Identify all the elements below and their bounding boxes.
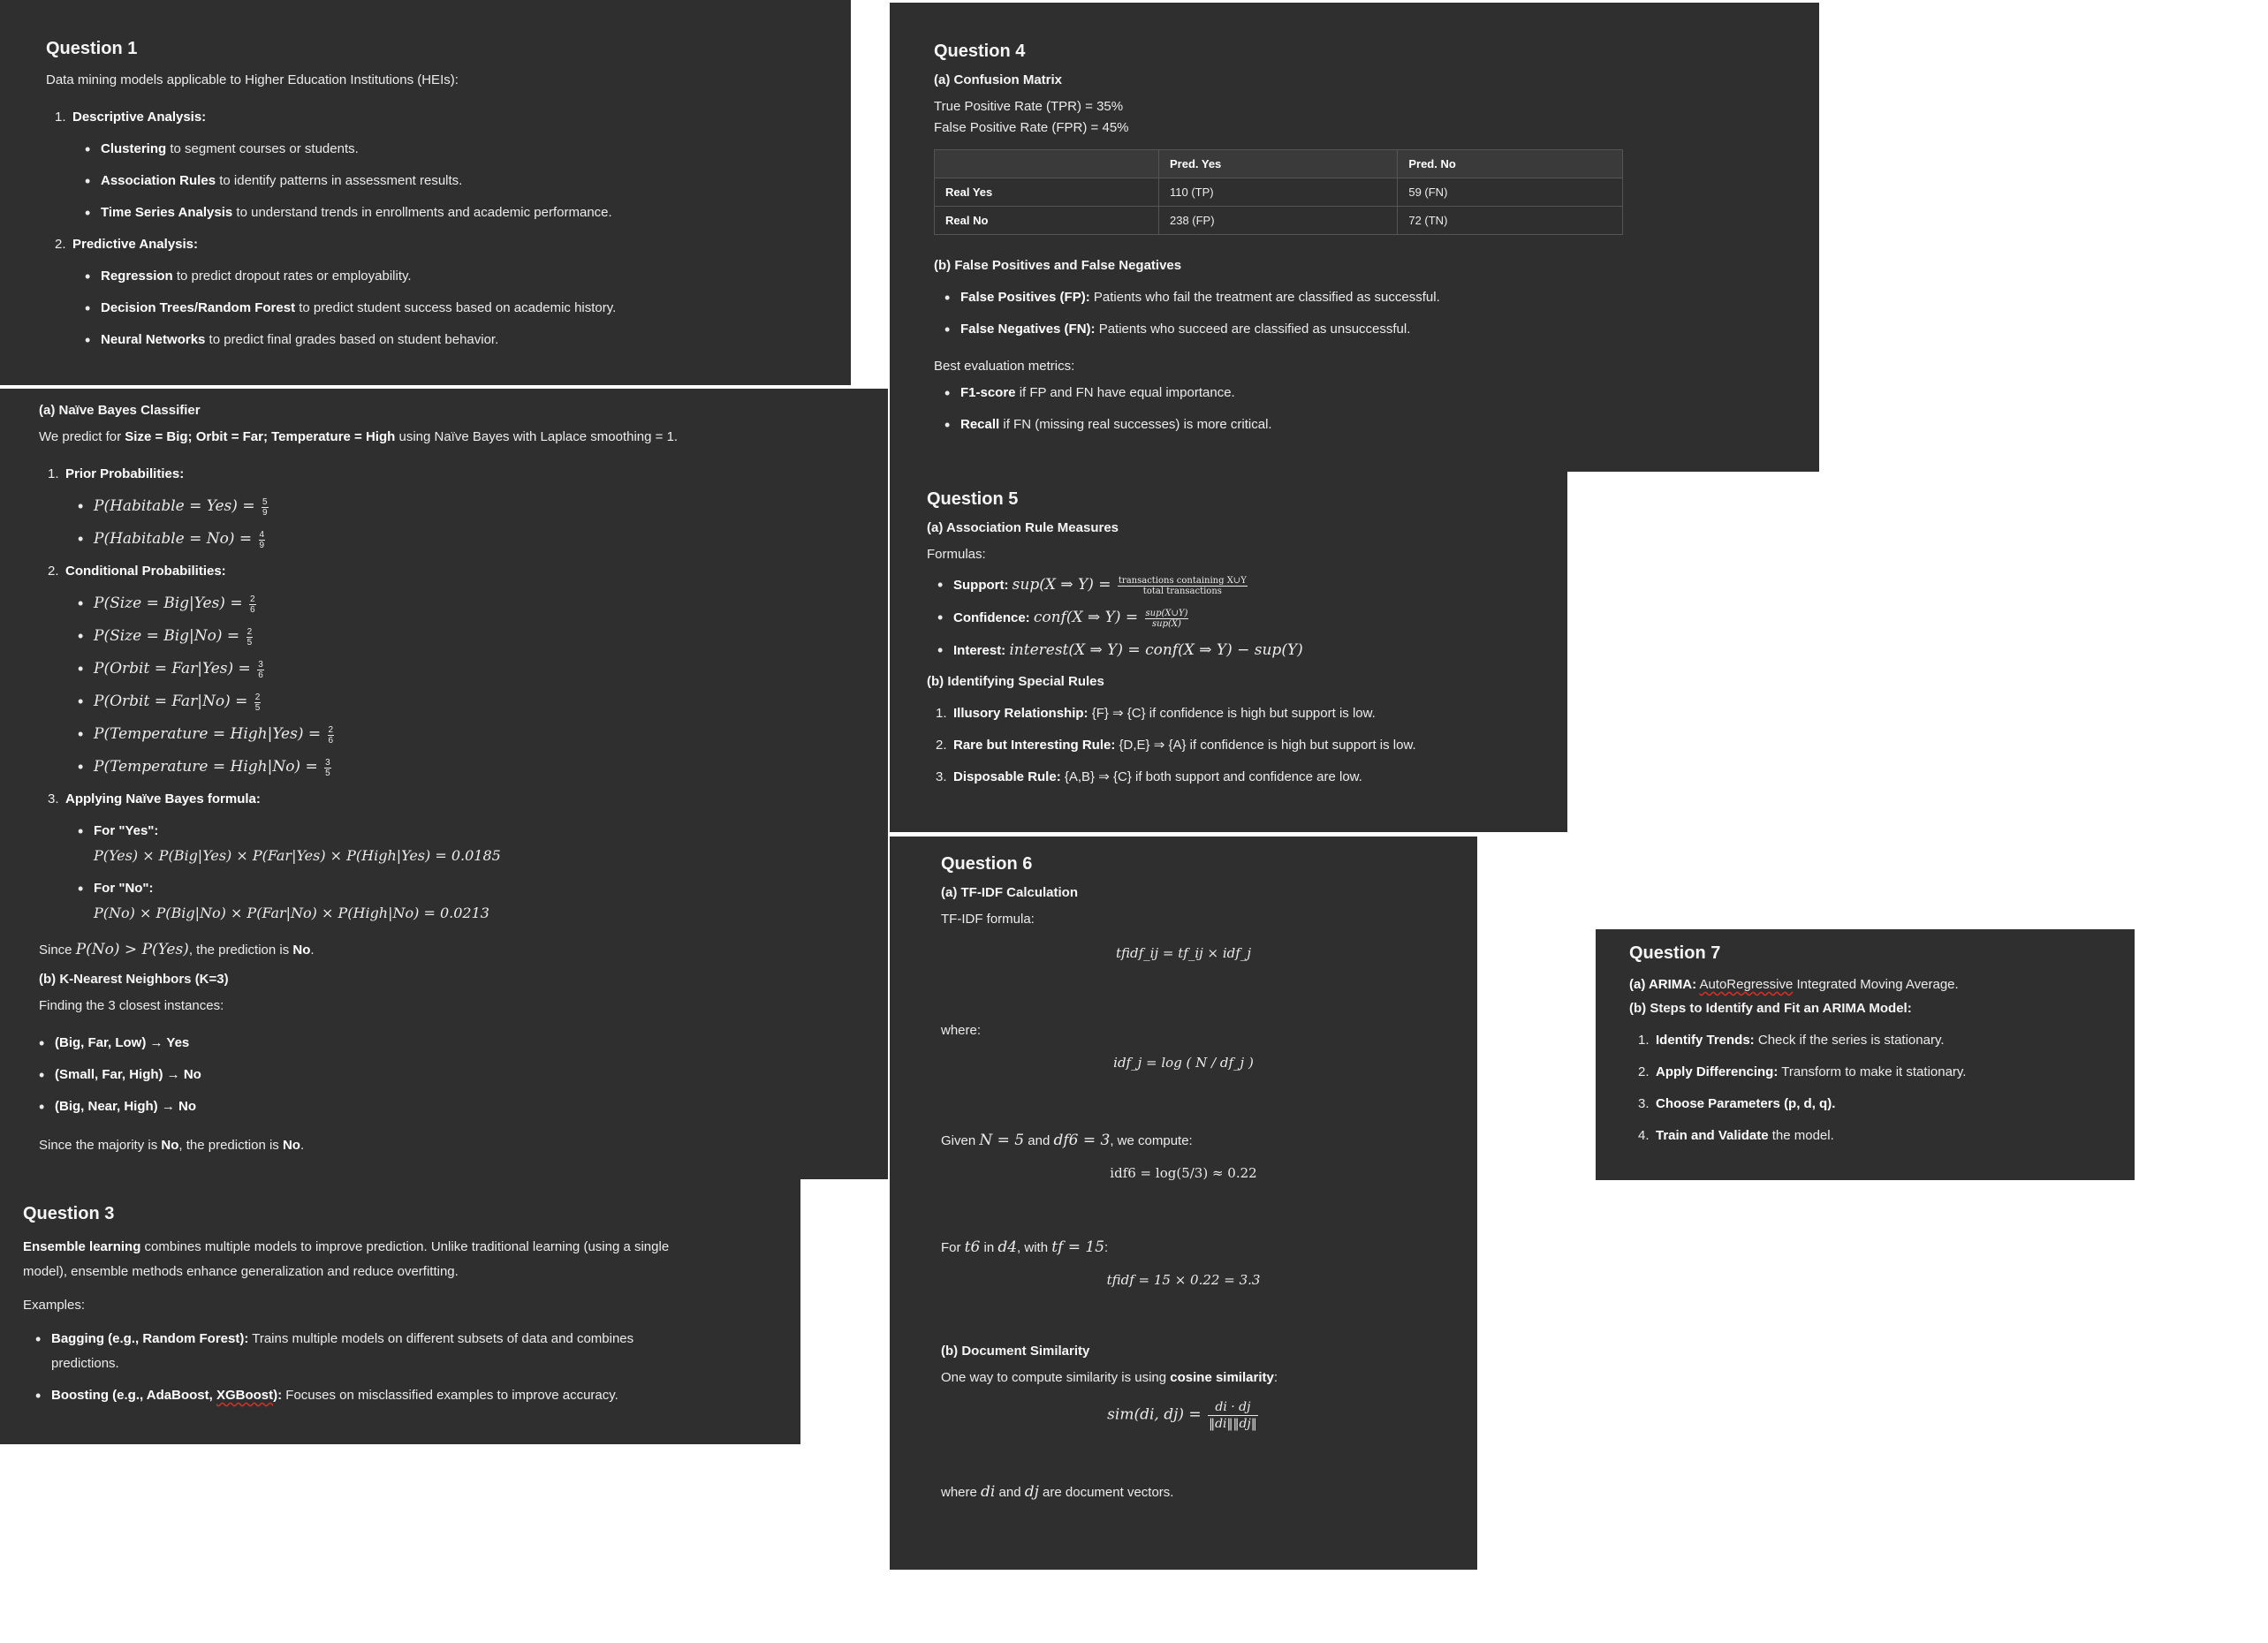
fp-item: False Positives (FP): Patients who fail … xyxy=(932,282,1775,314)
boosting-item: Boosting (e.g., AdaBoost, XGBoost): Focu… xyxy=(23,1383,777,1408)
conditional-item: P(Size = Big|No) = 25 xyxy=(65,620,849,653)
tfidf-title: (a) TF-IDF Calculation xyxy=(941,885,1078,900)
question-1-intro: Data mining models applicable to Higher … xyxy=(46,72,459,87)
examples-label: Examples: xyxy=(23,1298,86,1313)
document-similarity-title: (b) Document Similarity xyxy=(941,1344,1090,1359)
confusion-matrix-table: Pred. Yes Pred. No Real Yes 110 (TP) 59 … xyxy=(934,149,1623,235)
knn-title: (b) K-Nearest Neighbors (K=3) xyxy=(39,972,229,987)
step-item: 2.Apply Differencing: Transform to make … xyxy=(1638,1064,1967,1079)
question-7-panel: Question 7 (a) ARIMA: AutoRegressive Int… xyxy=(1596,929,2135,1180)
ensemble-paragraph: Ensemble learning combines multiple mode… xyxy=(23,1239,670,1279)
document-vectors-note: where di and dj are document vectors. xyxy=(941,1483,1174,1501)
rule-item: 3.Disposable Rule: {A,B} ⇒ {C} if both s… xyxy=(936,769,1362,784)
fp-fn-title: (b) False Positives and False Negatives xyxy=(934,258,1182,273)
knn-intro: Finding the 3 closest instances: xyxy=(39,998,224,1013)
formulas-label: Formulas: xyxy=(927,547,986,562)
question-4-panel: Question 4 (a) Confusion Matrix True Pos… xyxy=(890,3,1819,472)
interest-item: Interest: interest(X ⇒ Y) = conf(X ⇒ Y) … xyxy=(925,634,1530,667)
table-row: Real No 238 (FP) 72 (TN) xyxy=(934,206,1623,235)
list-item: Regression to predict dropout rates or e… xyxy=(72,261,805,292)
arima-steps-title: (b) Steps to Identify and Fit an ARIMA M… xyxy=(1629,1001,1912,1016)
list-item: Time Series Analysis to understand trend… xyxy=(72,197,805,229)
conditional-probabilities-item: 2.Conditional Probabilities: P(Size = Bi… xyxy=(39,556,849,784)
support-item: Support: sup(X ⇒ Y) = transactions conta… xyxy=(925,569,1530,602)
knn-conclusion: Since the majority is No, the prediction… xyxy=(39,1138,305,1153)
list-item: Association Rules to identify patterns i… xyxy=(72,165,805,197)
fn-item: False Negatives (FN): Patients who succe… xyxy=(932,314,1775,345)
step-item: 3.Choose Parameters (p, d, q). xyxy=(1638,1096,1836,1111)
for-no-item: For "No":P(No) × P(Big|No) × P(Far|No) ×… xyxy=(65,876,849,927)
table-row: Real Yes 110 (TP) 59 (FN) xyxy=(934,178,1623,207)
arima-definition: (a) ARIMA: AutoRegressive Integrated Mov… xyxy=(1629,977,1959,992)
recall-item: Recall if FN (missing real successes) is… xyxy=(932,409,1775,441)
conditional-item: P(Size = Big|Yes) = 26 xyxy=(65,587,849,620)
question-6-title: Question 6 xyxy=(941,854,1033,874)
tfidf-equation: tfidf_ij = tf_ij × idf_j xyxy=(1116,945,1251,961)
association-measures-title: (a) Association Rule Measures xyxy=(927,520,1119,535)
descriptive-analysis-item: 1.Descriptive Analysis: Clustering to se… xyxy=(46,102,805,229)
question-1-panel: Question 1 Data mining models applicable… xyxy=(0,0,851,385)
fpr-text: False Positive Rate (FPR) = 45% xyxy=(934,120,1129,135)
question-1-title: Question 1 xyxy=(46,39,138,58)
question-3-panel: Question 3 Ensemble learning combines mu… xyxy=(0,1179,800,1444)
list-item: Decision Trees/Random Forest to predict … xyxy=(72,292,805,324)
tpr-text: True Positive Rate (TPR) = 35% xyxy=(934,99,1124,114)
rule-item: 1.Illusory Relationship: {F} ⇒ {C} if co… xyxy=(936,706,1376,721)
knn-item: (Big, Far, Low) → Yes xyxy=(27,1027,849,1059)
confidence-item: Confidence: conf(X ⇒ Y) = sup(X∪Y)sup(X) xyxy=(925,602,1530,634)
conditional-item: P(Orbit = Far|Yes) = 36 xyxy=(65,653,849,685)
conditional-item: P(Orbit = Far|No) = 25 xyxy=(65,685,849,718)
predictive-analysis-item: 2.Predictive Analysis: Regression to pre… xyxy=(46,229,805,356)
step-item: 1.Identify Trends: Check if the series i… xyxy=(1638,1033,1945,1048)
knn-item: (Big, Near, High) → No xyxy=(27,1091,849,1123)
conditional-item: P(Temperature = High|Yes) = 26 xyxy=(65,718,849,751)
rule-item: 2.Rare but Interesting Rule: {D,E} ⇒ {A}… xyxy=(936,738,1416,753)
special-rules-title: (b) Identifying Special Rules xyxy=(927,674,1104,689)
for-t6-text: For t6 in d4, with tf = 15: xyxy=(941,1238,1109,1256)
question-7-title: Question 7 xyxy=(1629,943,1721,963)
question-3-title: Question 3 xyxy=(23,1204,115,1223)
naive-bayes-conclusion: Since P(No) > P(Yes), the prediction is … xyxy=(39,941,315,958)
table-header-row: Pred. Yes Pred. No xyxy=(934,149,1623,178)
prior-item: P(Habitable = Yes) = 59 xyxy=(65,490,849,523)
bagging-item: Bagging (e.g., Random Forest): Trains mu… xyxy=(23,1327,705,1376)
idf6-equation: idf6 = log(5/3) ≈ 0.22 xyxy=(1110,1165,1257,1181)
list-item: Clustering to segment courses or student… xyxy=(72,133,805,165)
naive-bayes-title: (a) Naïve Bayes Classifier xyxy=(39,403,201,418)
given-text: Given N = 5 and df6 = 3, we compute: xyxy=(941,1132,1193,1149)
tfidf-result-equation: tfidf = 15 × 0.22 = 3.3 xyxy=(1106,1272,1261,1288)
prior-item: P(Habitable = No) = 49 xyxy=(65,523,849,556)
question-5-title: Question 5 xyxy=(927,489,1019,509)
tfidf-formula-label: TF-IDF formula: xyxy=(941,912,1035,927)
knn-item: (Small, Far, High) → No xyxy=(27,1059,849,1091)
f1-item: F1-score if FP and FN have equal importa… xyxy=(932,377,1775,409)
question-2-panel: (a) Naïve Bayes Classifier We predict fo… xyxy=(0,389,888,1179)
question-4-title: Question 4 xyxy=(934,42,1026,61)
question-6-panel: Question 6 (a) TF-IDF Calculation TF-IDF… xyxy=(890,837,1477,1570)
question-5-panel: Question 5 (a) Association Rule Measures… xyxy=(890,472,1567,832)
best-metrics-label: Best evaluation metrics: xyxy=(934,359,1075,374)
confusion-matrix-title: (a) Confusion Matrix xyxy=(934,72,1062,87)
cosine-intro: One way to compute similarity is using c… xyxy=(941,1370,1278,1385)
where-label: where: xyxy=(941,1023,982,1038)
naive-bayes-intro: We predict for Size = Big; Orbit = Far; … xyxy=(39,429,679,444)
list-item: Neural Networks to predict final grades … xyxy=(72,324,805,356)
prior-probabilities-item: 1.Prior Probabilities: P(Habitable = Yes… xyxy=(39,458,849,556)
cosine-equation: sim(di, dj) = di · dj‖di‖‖dj‖ xyxy=(1107,1400,1258,1431)
conditional-item: P(Temperature = High|No) = 35 xyxy=(65,751,849,784)
for-yes-item: For "Yes":P(Yes) × P(Big|Yes) × P(Far|Ye… xyxy=(65,819,849,869)
apply-formula-item: 3.Applying Naïve Bayes formula: For "Yes… xyxy=(39,784,849,927)
idf-equation: idf_j = log ( N / df_j ) xyxy=(1113,1055,1254,1071)
step-item: 4.Train and Validate the model. xyxy=(1638,1128,1834,1143)
